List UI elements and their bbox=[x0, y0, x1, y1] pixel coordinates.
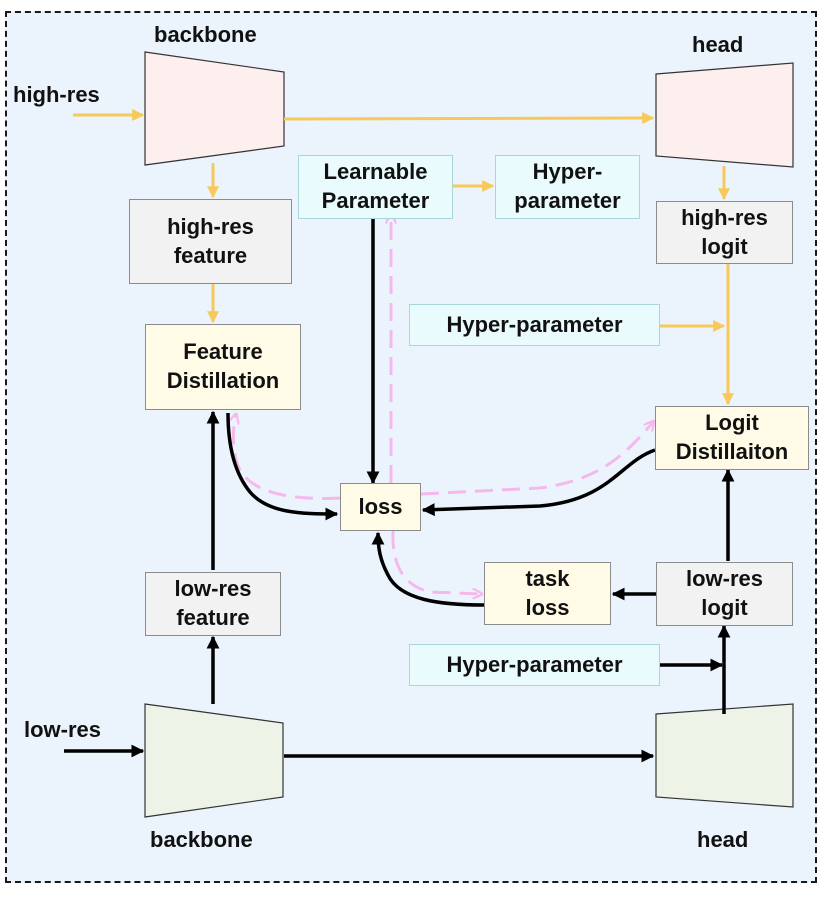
low-res-input-label: low-res bbox=[24, 717, 102, 742]
head-bottom-label: head bbox=[697, 827, 749, 852]
loss-box: loss bbox=[340, 483, 421, 531]
hyper-parameter-bottom-text: Hyper-parameter bbox=[446, 651, 623, 677]
low-res-logit-box: low-res logit bbox=[656, 562, 793, 626]
low-res-logit-line1: low-res bbox=[685, 566, 764, 592]
logit-distillation-line2: Distillaiton bbox=[675, 439, 789, 464]
arrow-backbone-to-head-high bbox=[283, 112, 655, 125]
backbone-low-res-block bbox=[144, 703, 284, 818]
logit-distillation-box: Logit Distillaiton bbox=[655, 406, 809, 470]
backbone-bottom-label: backbone bbox=[150, 827, 253, 852]
low-res-logit-line2: logit bbox=[701, 595, 748, 620]
hyper-parameter-mid-box: Hyper-parameter bbox=[409, 304, 660, 346]
dashed-loss-to-task-loss bbox=[391, 530, 482, 594]
feature-distillation-box: Feature Distillation bbox=[145, 324, 301, 410]
hyper-parameter-top-box: Hyper- parameter bbox=[495, 155, 640, 219]
backbone-top-label: backbone bbox=[154, 22, 257, 47]
task-loss-box: task loss bbox=[484, 562, 611, 625]
task-loss-line2: loss bbox=[525, 594, 570, 620]
hyper-parameter-bottom-box: Hyper-parameter bbox=[409, 644, 660, 686]
high-res-feature-line1: high-res bbox=[167, 213, 254, 239]
high-res-feature-line2: feature bbox=[173, 242, 248, 268]
high-res-input-label: high-res bbox=[13, 82, 100, 107]
high-res-feature-box: high-res feature bbox=[129, 199, 292, 284]
head-low-res-block bbox=[655, 703, 794, 808]
low-res-feature-line1: low-res bbox=[174, 576, 252, 602]
loss-text: loss bbox=[358, 493, 403, 519]
hyper-parameter-top-line2: parameter bbox=[514, 188, 621, 213]
dashed-loss-to-logit-distill bbox=[420, 421, 654, 496]
task-loss-line1: task bbox=[525, 565, 570, 591]
low-res-feature-box: low-res feature bbox=[145, 572, 281, 636]
backbone-high-res-block bbox=[144, 51, 285, 166]
learnable-parameter-line2: Parameter bbox=[321, 188, 430, 213]
arrow-logit-distill-to-loss bbox=[421, 448, 656, 517]
high-res-arrows bbox=[73, 109, 734, 406]
arrow-task-loss-to-loss bbox=[371, 531, 485, 607]
head-top-label: head bbox=[692, 32, 744, 57]
high-res-logit-box: high-res logit bbox=[656, 201, 793, 264]
learnable-parameter-box: Learnable Parameter bbox=[298, 155, 453, 219]
arrow-feature-distill-to-loss bbox=[226, 412, 339, 521]
hyper-parameter-top-line1: Hyper- bbox=[532, 159, 603, 185]
feature-distillation-line2: Distillation bbox=[166, 368, 280, 393]
low-res-feature-line2: feature bbox=[176, 605, 250, 630]
head-high-res-block bbox=[655, 62, 794, 168]
low-res-arrows bbox=[64, 218, 735, 763]
dashed-loss-to-feature-distill bbox=[233, 414, 341, 500]
feature-distillation-line1: Feature bbox=[183, 339, 263, 365]
learnable-parameter-line1: Learnable bbox=[323, 159, 428, 185]
gradient-arrows bbox=[233, 214, 654, 594]
high-res-logit-line1: high-res bbox=[681, 204, 768, 230]
high-res-logit-line2: logit bbox=[701, 233, 748, 259]
hyper-parameter-mid-text: Hyper-parameter bbox=[446, 311, 623, 337]
logit-distillation-line1: Logit bbox=[705, 410, 759, 436]
